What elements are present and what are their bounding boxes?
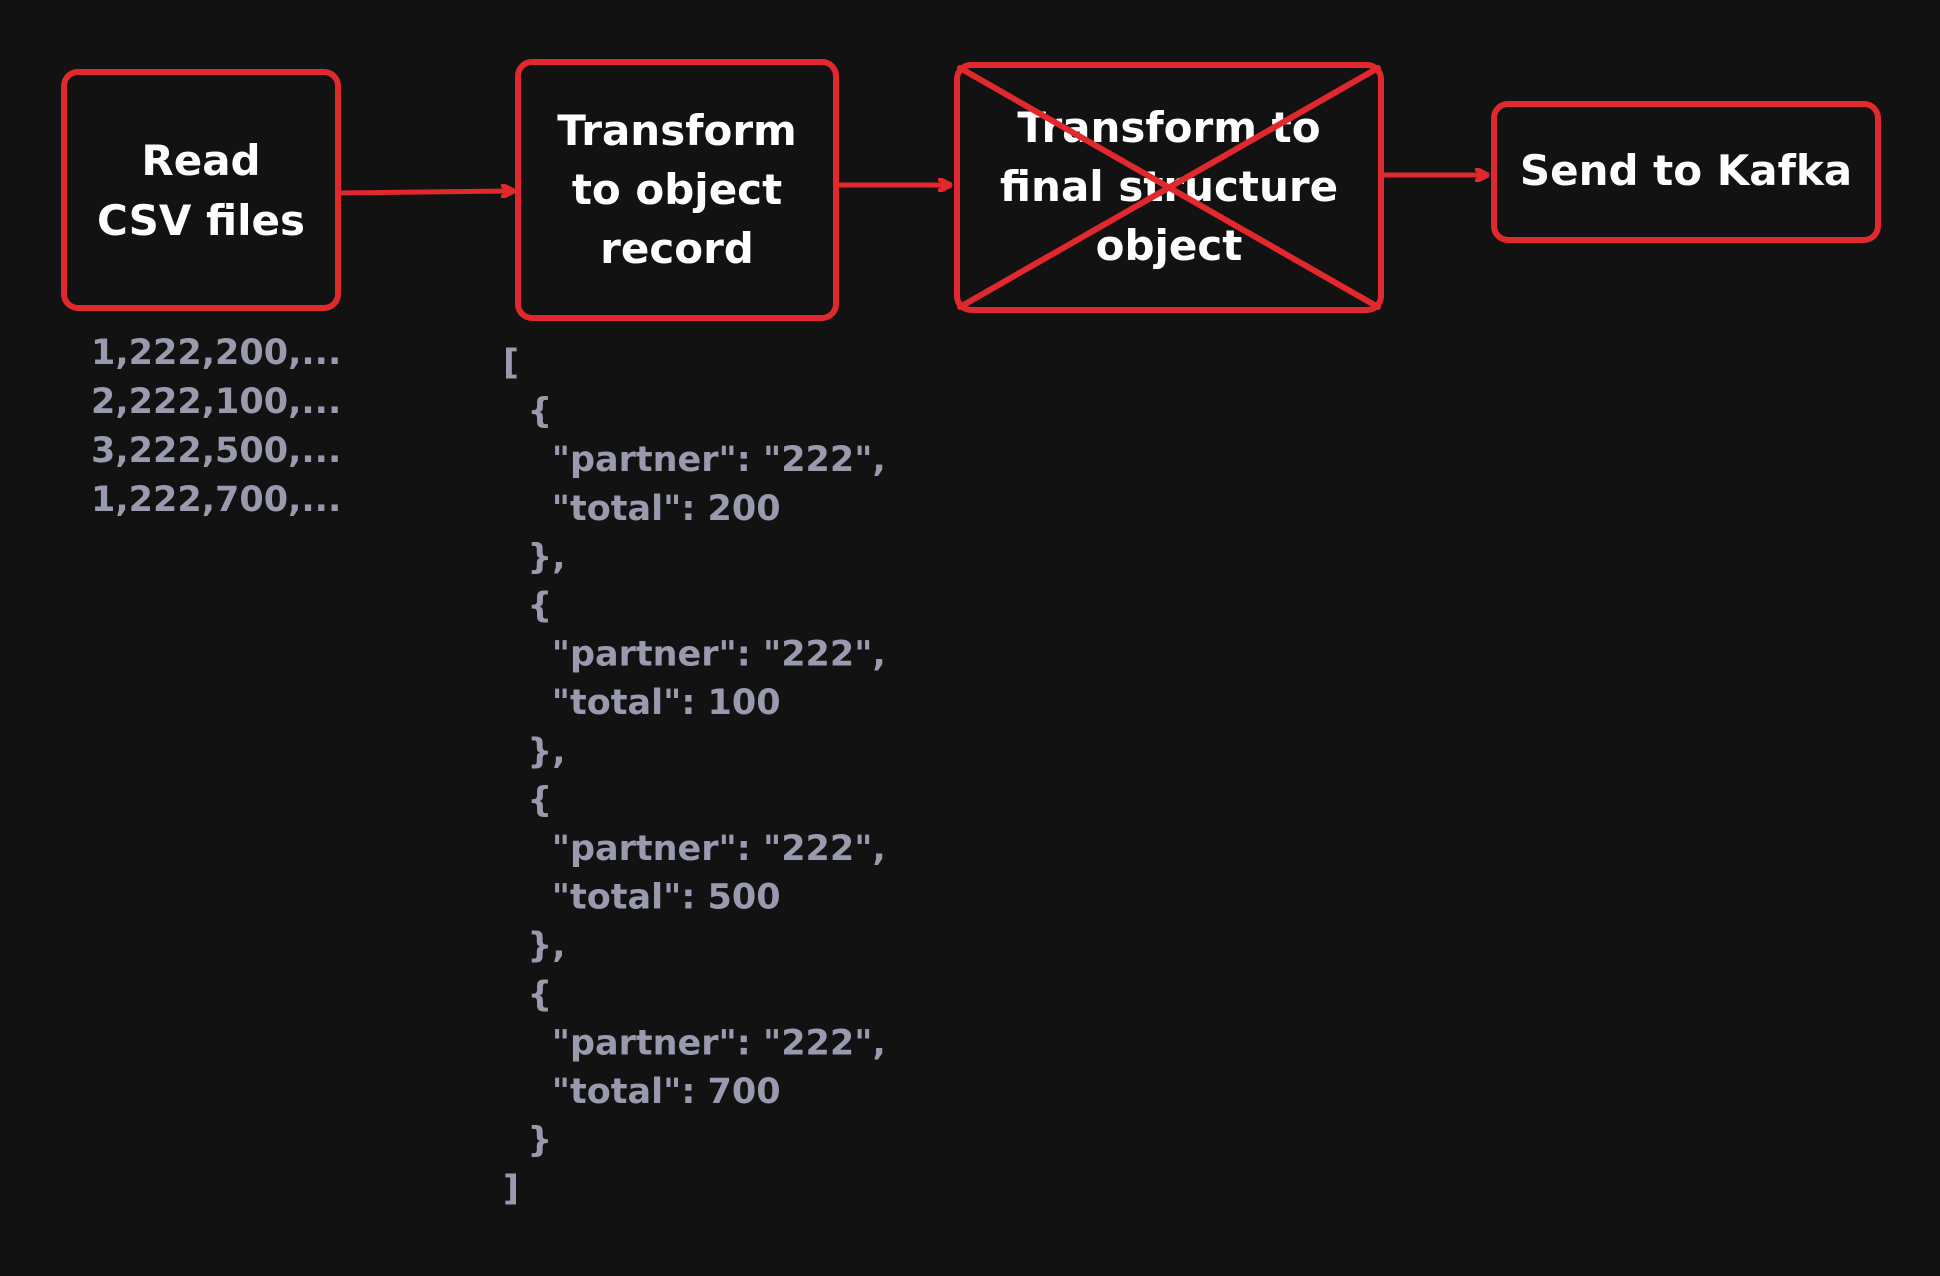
node-send-kafka-box	[1491, 101, 1881, 243]
json-line: {	[503, 780, 552, 820]
json-line: {	[503, 586, 552, 626]
json-line: "total": 500	[503, 878, 781, 918]
node-transform-final-label-line-3: object	[1096, 221, 1243, 270]
node-transform-object-label-line-3: record	[600, 224, 754, 273]
cross-out-line-2	[957, 65, 1381, 310]
csv-line: 1,222,200,...	[91, 333, 341, 373]
json-line: "total": 200	[503, 489, 781, 529]
node-transform-object-label-line-2: to object	[572, 165, 782, 214]
json-line: },	[503, 732, 566, 772]
json-line: {	[503, 975, 552, 1015]
json-line: "total": 100	[503, 683, 781, 723]
node-transform-object[interactable]: Transform to object record	[515, 59, 839, 321]
node-transform-object-box	[515, 59, 839, 321]
json-line: {	[503, 392, 552, 432]
json-line: },	[503, 537, 566, 577]
node-read-csv[interactable]: Read CSV files	[61, 69, 341, 311]
json-sample: [ { "partner": "222", "total": 200 }, { …	[503, 343, 886, 1209]
node-read-csv-label-line-2: CSV files	[97, 196, 305, 245]
arrow-read-to-transform	[336, 191, 516, 193]
json-line: [	[503, 343, 519, 383]
node-read-csv-label-line-1: Read	[141, 136, 260, 185]
node-send-kafka[interactable]: Send to Kafka	[1491, 101, 1881, 243]
json-line: "partner": "222",	[503, 635, 886, 675]
csv-line: 2,222,100,...	[91, 382, 341, 422]
json-line: "partner": "222",	[503, 440, 886, 480]
json-line: "partner": "222",	[503, 829, 886, 869]
node-transform-object-label-line-1: Transform	[557, 106, 797, 155]
csv-sample: 1,222,200,... 2,222,100,... 3,222,500,..…	[91, 333, 341, 520]
csv-line: 1,222,700,...	[91, 480, 341, 520]
json-line: ]	[503, 1169, 519, 1209]
json-line: "partner": "222",	[503, 1023, 886, 1063]
json-line: "total": 700	[503, 1072, 781, 1112]
node-transform-final[interactable]: Transform to final structure object	[954, 62, 1384, 313]
edges	[336, 175, 1490, 193]
json-line: }	[503, 1121, 552, 1161]
json-line: },	[503, 926, 566, 966]
node-send-kafka-label: Send to Kafka	[1520, 146, 1852, 195]
node-read-csv-box	[61, 69, 341, 311]
csv-line: 3,222,500,...	[91, 431, 341, 471]
